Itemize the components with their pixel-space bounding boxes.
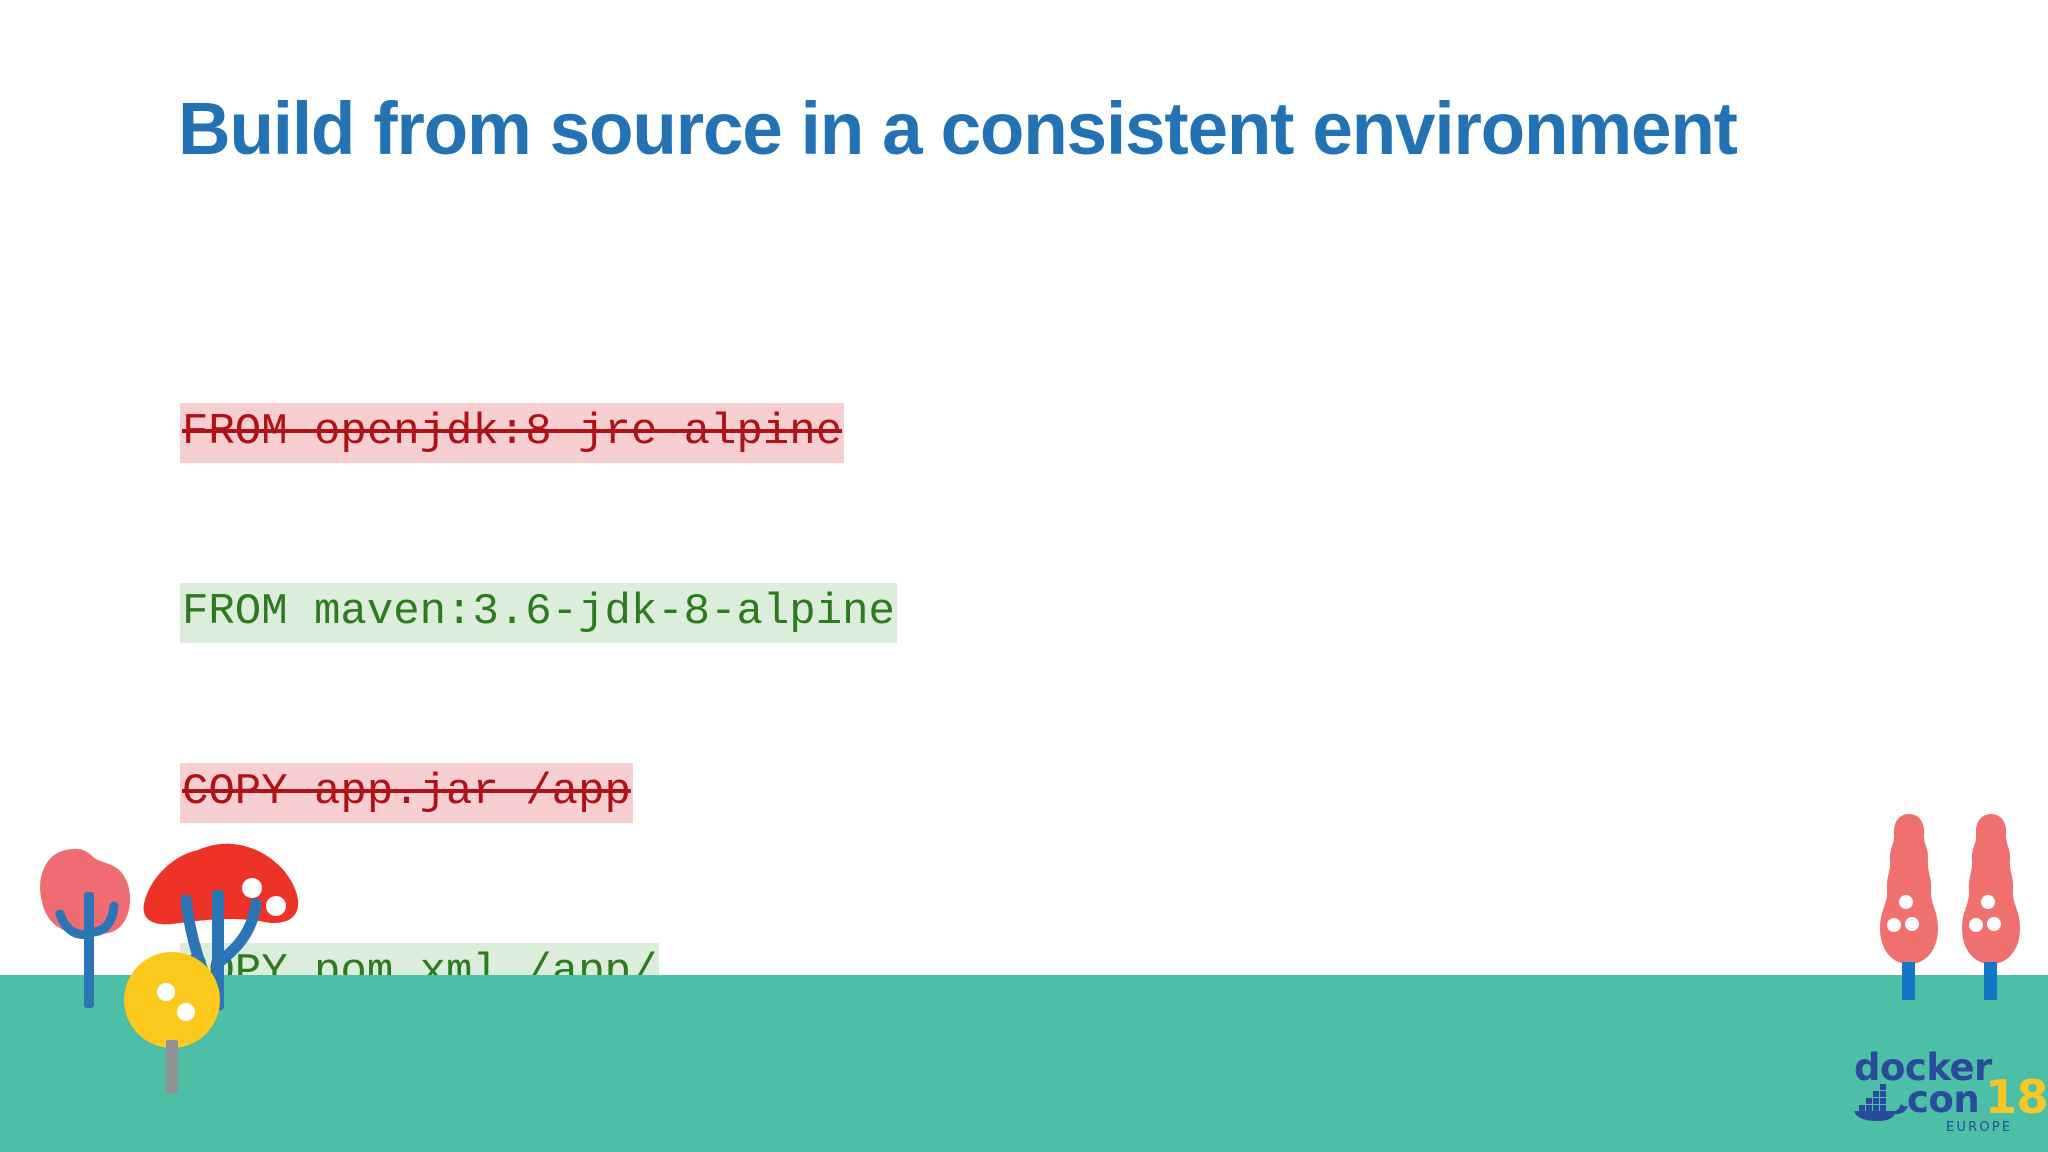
logo-year-text: 18	[1985, 1070, 2048, 1124]
ground-band	[0, 975, 2048, 1152]
code-line-added: FROM maven:3.6-jdk-8-alpine	[180, 582, 1135, 643]
yellow-tree-icon	[124, 952, 220, 1094]
docker-whale-icon	[1854, 1084, 1908, 1121]
code-line-removed: COPY app.jar /app	[180, 762, 1135, 823]
logo-con-text: con	[1907, 1078, 1980, 1121]
logo-docker-text: docker	[1854, 1046, 1992, 1089]
page-title: Build from source in a consistent enviro…	[178, 87, 1738, 170]
code-line-text: FROM openjdk:8-jre-alpine	[180, 403, 845, 463]
code-line-removed: FROM openjdk:8-jre-alpine	[180, 402, 1135, 463]
code-line-text: FROM maven:3.6-jdk-8-alpine	[180, 583, 897, 643]
code-line-text: COPY app.jar /app	[180, 763, 633, 823]
pink-tree-icon	[40, 848, 131, 1008]
tall-pink-tree-icon	[1880, 814, 1938, 1000]
dockercon-logo: docker con 18 EUROPE	[1852, 1046, 2048, 1144]
logo-region-text: EUROPE	[1946, 1120, 2013, 1135]
tall-pink-tree-icon	[1962, 814, 2020, 1000]
